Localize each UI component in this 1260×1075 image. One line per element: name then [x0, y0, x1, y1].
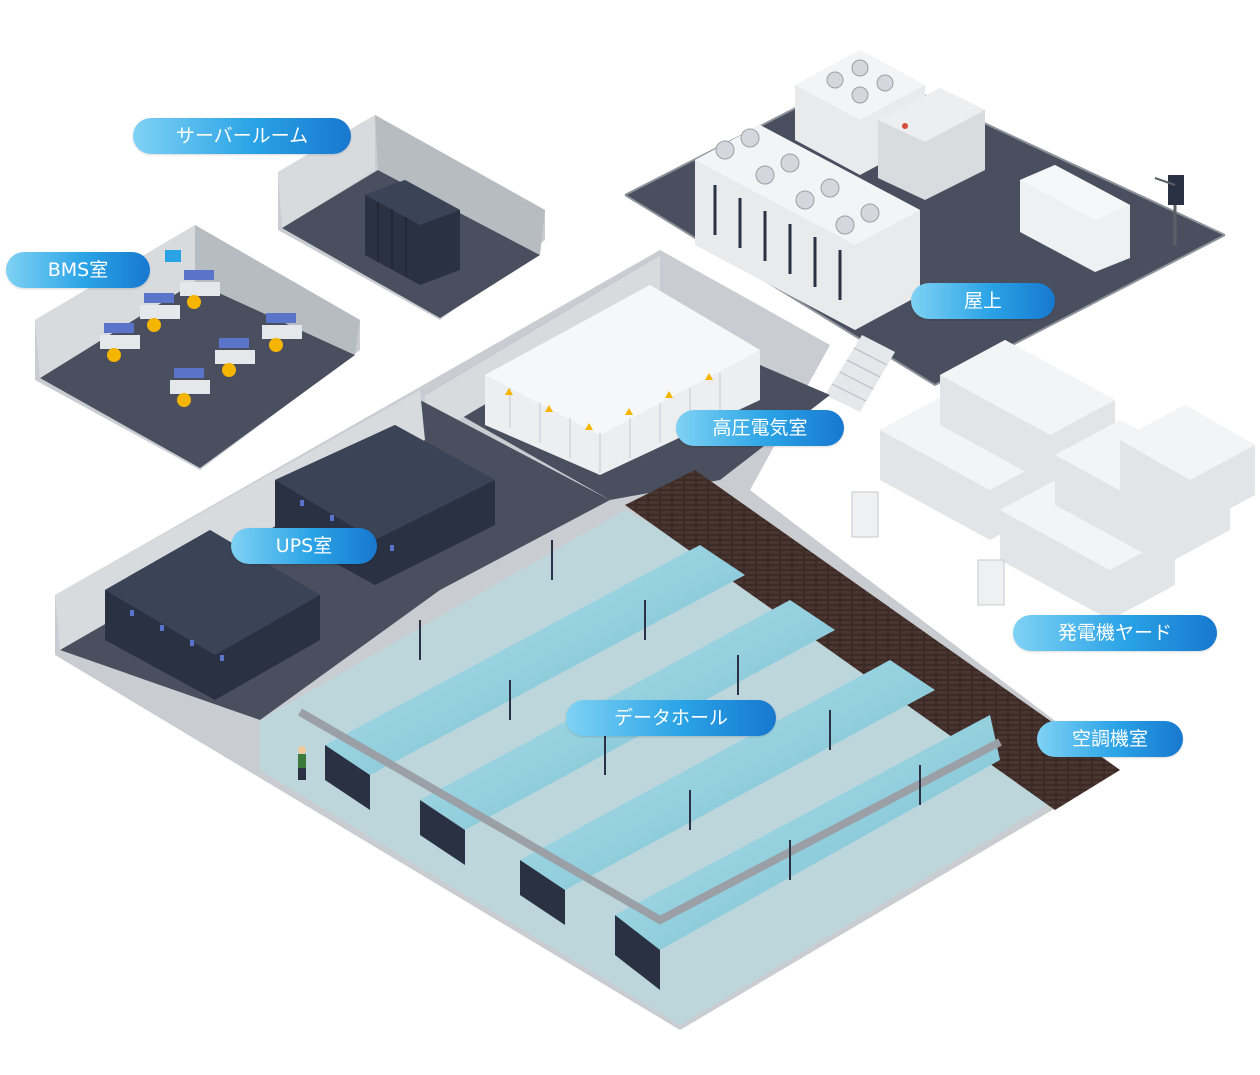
sensors [419, 540, 921, 880]
wall-display-icon [165, 250, 181, 262]
rooftop-chillers [695, 125, 920, 330]
generator-panel [851, 491, 879, 538]
rooftop-cabinets [1020, 165, 1130, 272]
server-racks [365, 180, 460, 285]
label-ups-room: UPS室 [231, 528, 377, 564]
cable-tray [297, 708, 1002, 925]
bms-operators [100, 270, 302, 407]
rooftop [624, 50, 1226, 412]
server-room [278, 115, 545, 320]
label-rooftop: 屋上 [911, 283, 1055, 319]
rooftop-stairs [825, 335, 895, 412]
weather-station-icon [1154, 175, 1184, 245]
label-data-hall: データホール [566, 700, 776, 736]
label-server-room: サーバールーム [133, 118, 351, 154]
label-generator-yard: 発電機ヤード [1013, 615, 1217, 651]
label-hvac-room: 空調機室 [1037, 721, 1183, 757]
generator-yard [851, 340, 1255, 620]
generator-panel [977, 559, 1005, 606]
label-bms-room: BMS室 [6, 252, 150, 288]
rooftop-electrical-house [878, 88, 985, 200]
technician-icon [298, 746, 306, 780]
label-hv-room: 高圧電気室 [676, 410, 844, 446]
